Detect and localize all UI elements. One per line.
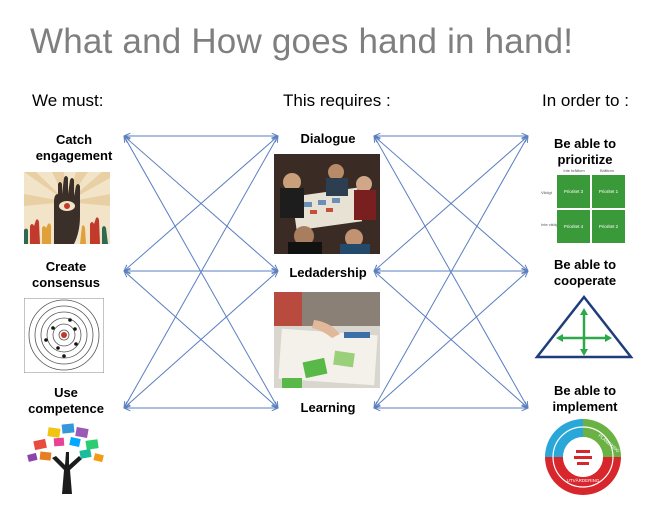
cycle-label: UTVÄRDERING: [567, 477, 600, 483]
leadership-workshop-photo: [274, 292, 380, 388]
middle-item-leadership: Ledadership: [289, 265, 367, 280]
slide-title: What and How goes hand in hand!: [30, 22, 574, 61]
arrow-left3-mid2: [124, 271, 278, 408]
cooperation-triangle-icon: [534, 294, 634, 359]
middle-column-heading: This requires :: [283, 91, 391, 110]
middle-item-learning: Learning: [300, 400, 356, 415]
left-item-line2: engagement: [35, 148, 113, 163]
dialogue-meeting-photo: [274, 154, 380, 254]
right-item-cooperate: Be able to cooperate: [537, 257, 633, 289]
matrix-cell: Prioritet 3: [564, 189, 584, 194]
matrix-side-label: Inte viktigt: [541, 222, 560, 227]
right-item-prioritize: Be able to prioritize: [537, 136, 633, 168]
matrix-cell: Prioritet 1: [599, 189, 619, 194]
target-rings-icon: [24, 298, 104, 373]
left-item-line1: Create: [45, 259, 87, 274]
matrix-cell: Prioritet 4: [564, 224, 584, 229]
left-column-heading: We must:: [32, 91, 104, 110]
left-item-line1: Use: [54, 385, 78, 400]
knowledge-tree-icon: [24, 418, 108, 494]
right-item-line1: Be able to: [553, 136, 617, 151]
implementation-cycle-icon: PLANERING UTVÄRDERING: [545, 419, 621, 495]
priority-matrix: Inte bråttom Bråttom Viktigt Inte viktig…: [541, 168, 625, 243]
left-item-consensus: Create consensus: [24, 259, 108, 291]
right-item-line2: cooperate: [553, 273, 617, 288]
left-item-line2: competence: [28, 401, 104, 416]
right-item-implement: Be able to implement: [537, 383, 633, 415]
raised-hands-eye-icon: [24, 172, 110, 244]
right-column-heading: In order to :: [542, 91, 629, 110]
left-item-engagement: Catch engagement: [26, 132, 122, 164]
right-item-line2: prioritize: [557, 152, 613, 167]
matrix-side-label: Viktigt: [541, 190, 553, 195]
middle-item-dialogue: Dialogue: [300, 131, 356, 146]
matrix-top-label: Bråttom: [600, 168, 615, 173]
matrix-top-label: Inte bråttom: [563, 168, 585, 173]
right-item-line1: Be able to: [553, 257, 617, 272]
arrow-mid3-right2: [374, 271, 528, 408]
left-item-line1: Catch: [55, 132, 93, 147]
right-item-line1: Be able to: [553, 383, 617, 398]
right-item-line2: implement: [552, 399, 618, 414]
left-item-competence: Use competence: [24, 385, 108, 417]
matrix-cell: Prioritet 2: [599, 224, 619, 229]
left-item-line2: consensus: [32, 275, 100, 290]
